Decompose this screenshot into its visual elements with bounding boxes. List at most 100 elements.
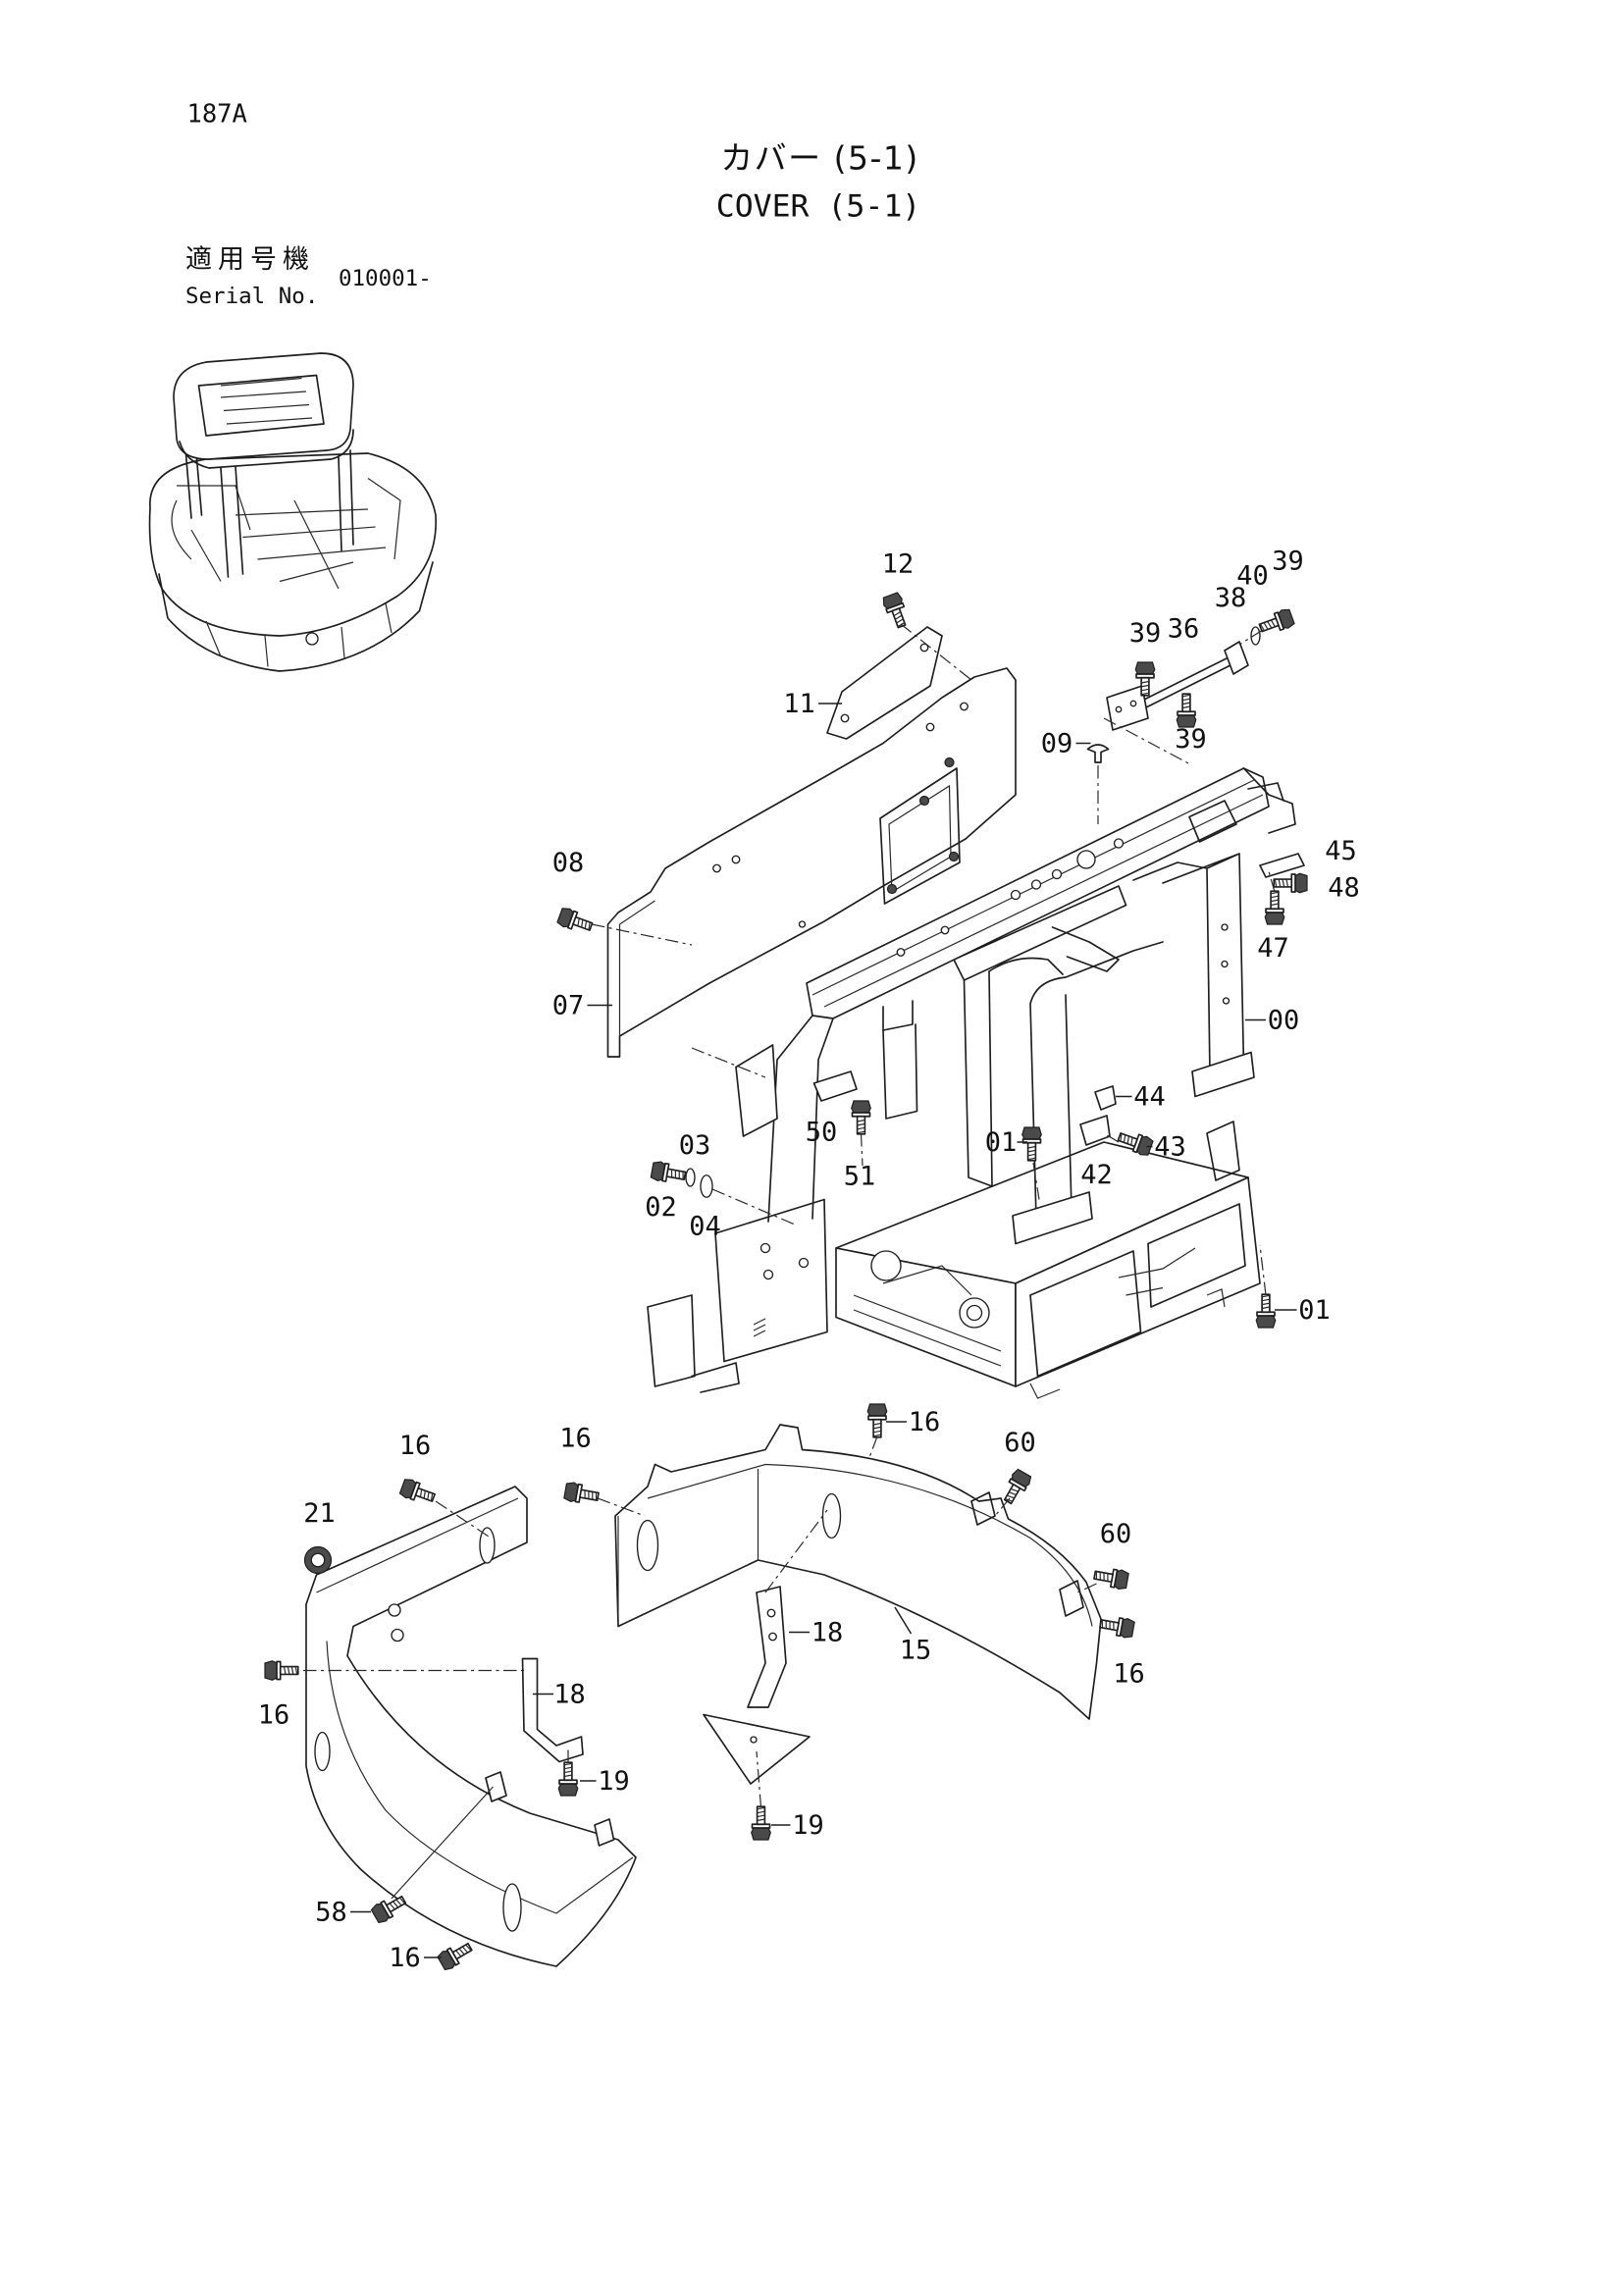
assembly-line [860,1132,864,1167]
frame-left-leg [767,1015,834,1223]
callout-09: 09 [1041,729,1073,759]
frame-beam-hole [1051,868,1063,880]
callout-19-middle: 19 [792,1810,824,1841]
callout-11: 11 [783,689,815,719]
thumb-upper-body [148,452,437,637]
frame-mount-hole [798,1257,810,1269]
thumb-roof-edge [179,429,354,469]
bracket-hole [1115,705,1123,713]
bolt-01-middle [1021,1126,1043,1162]
left-cover-tab [594,1818,615,1847]
cover-15-fold [617,1468,759,1627]
assembly-line [1268,870,1276,893]
part-19-plate [703,1713,811,1785]
assembly-line [711,1188,796,1226]
assembly-line [591,923,693,946]
callout-42: 42 [1080,1160,1113,1190]
panel-07-hole [925,722,935,732]
assembly-line [435,1500,490,1538]
title-english: COVER (5-1) [716,189,921,225]
bolt-16-rear-right [1098,1613,1136,1640]
frame-left-mount-plate [714,1198,828,1363]
nut-21-bore [310,1552,326,1568]
bolt-51 [850,1100,872,1135]
panel-07-fastener [944,757,955,768]
frame-mount-hole [759,1242,771,1254]
assembly-line [1076,1583,1097,1593]
panel-07-hole [731,855,741,864]
cover-15-lip [647,1463,1093,1627]
callout-36: 36 [1168,614,1200,645]
callout-16-cover: 16 [909,1407,941,1437]
callout-45: 45 [1325,836,1357,866]
frame-base-detail [1029,1247,1226,1399]
callout-18-left: 18 [553,1679,586,1709]
thumb-roof-ribs [220,377,313,425]
serial-label-english: Serial No. [185,284,318,309]
frame-cross-member [953,885,1127,981]
callout-01-right: 01 [1298,1295,1331,1326]
bracket-hole [1129,700,1137,707]
thumb-canopy-roof [173,352,354,460]
bolt-16-left-side [264,1659,299,1682]
callout-00: 00 [1268,1006,1300,1036]
frame-beam-hole [896,948,906,957]
frame-beam-end-bracket [1242,767,1296,834]
bolt-19-left [557,1761,579,1797]
assembly-line [900,623,972,681]
callout-39-top: 39 [1272,547,1304,577]
frame-left-gusset [735,1044,778,1137]
callout-60-lower: 60 [1100,1519,1132,1549]
left-cover-outline [305,1486,637,1967]
part-15-rear-cover [614,1424,1102,1720]
bolt-16-cover [866,1403,888,1438]
callout-21: 21 [303,1498,336,1529]
part-03-washer [685,1168,696,1187]
bolt-16-left-top [397,1476,438,1508]
frame-right-foot [1191,1051,1255,1098]
callout-48: 48 [1328,873,1360,904]
assembly-line [1103,717,1193,766]
thumb-internals [171,478,401,590]
callout-03: 03 [679,1130,711,1161]
assembly-line [994,1497,1011,1517]
frame-left-flange [647,1294,696,1387]
callout-16-rear-left: 16 [559,1423,592,1453]
frame-leg-hole [1221,960,1229,968]
assembly-line [391,1786,494,1900]
bolt-12 [880,591,912,631]
leader-line [894,1606,913,1635]
part-18-bracket-middle [747,1586,787,1708]
assembly-line [867,1435,878,1461]
leader-lines [349,703,1297,1958]
frame-left-foot [691,1362,740,1393]
left-cover-slot [502,1883,522,1932]
bracket-18-hole [766,1608,776,1618]
callout-07: 07 [552,991,585,1021]
callout-39-left: 39 [1129,618,1162,649]
frame-beam-bore [1076,850,1096,869]
frame-arch-top [988,957,1064,975]
assembly-line [1259,1244,1267,1296]
rod-left-bracket [1106,685,1149,731]
bracket-18-hole [768,1632,777,1642]
bolt-16-bottom [436,1937,476,1973]
frame-base-rails [853,1265,1002,1367]
panel-07-fastener [886,883,898,895]
machine-overview-thumbnail [148,352,437,672]
left-cover-tab [485,1771,507,1802]
bolt-47 [1264,890,1285,925]
cover-15-end-tab [1059,1580,1084,1617]
part-04-washer [700,1174,713,1198]
bolt-19-middle [750,1805,772,1841]
panel-07-window [879,767,961,905]
assembly-line [756,1750,762,1808]
panel-07-hole [798,920,807,928]
callout-51: 51 [844,1161,876,1191]
frame-base-side [1015,1176,1261,1387]
frame-beam-hole [1030,879,1042,890]
callout-19-left: 19 [598,1766,630,1797]
part-00-frame [647,767,1296,1399]
assembly-line [1032,1162,1040,1200]
